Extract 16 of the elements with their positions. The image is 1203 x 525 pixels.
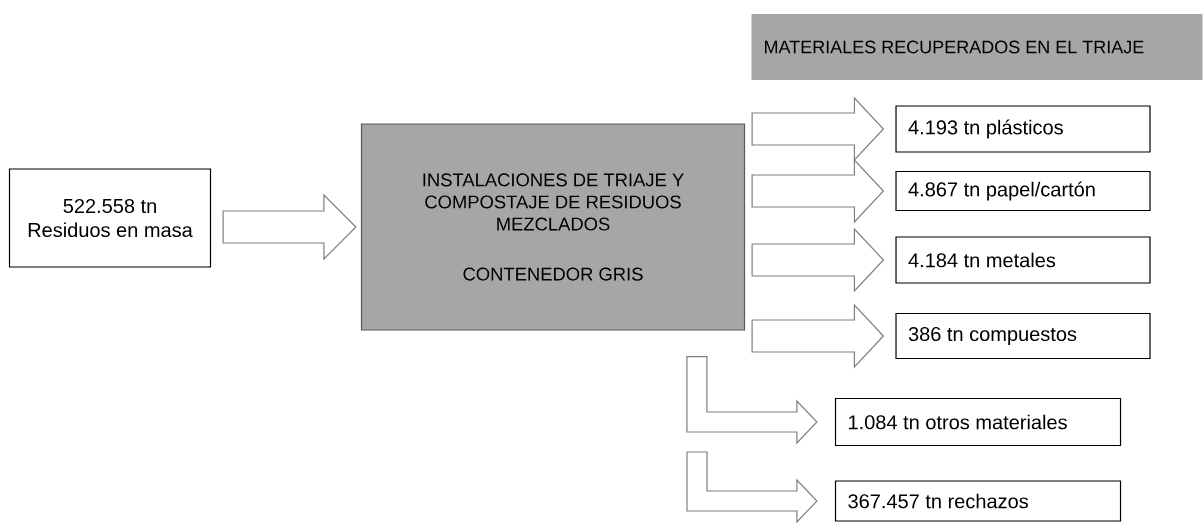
block-arrow [686, 451, 818, 524]
block-arrow [751, 158, 885, 224]
output-box: 4.193 tn plásticos [895, 105, 1151, 153]
output-box: 1.084 tn otros materiales [834, 397, 1122, 447]
block-arrow [222, 193, 357, 261]
process-box: INSTALACIONES DE TRIAJE Y COMPOSTAJE DE RESIDUOS MEZCLADOS CONTENEDOR GRIS [360, 123, 746, 331]
header-band: MATERIALES RECUPERADOS EN EL TRIAJE [751, 14, 1203, 80]
input-box: 522.558 tn Residuos en masa [8, 168, 212, 268]
block-arrow [751, 227, 885, 293]
output-box: 386 tn compuestos [895, 312, 1151, 360]
block-arrow [686, 356, 818, 445]
block-arrow [751, 96, 885, 162]
block-arrow [751, 303, 885, 369]
output-box: 4.184 tn metales [895, 236, 1151, 284]
output-box: 4.867 tn papel/cartón [895, 170, 1151, 212]
output-box: 367.457 tn rechazos [834, 480, 1122, 522]
